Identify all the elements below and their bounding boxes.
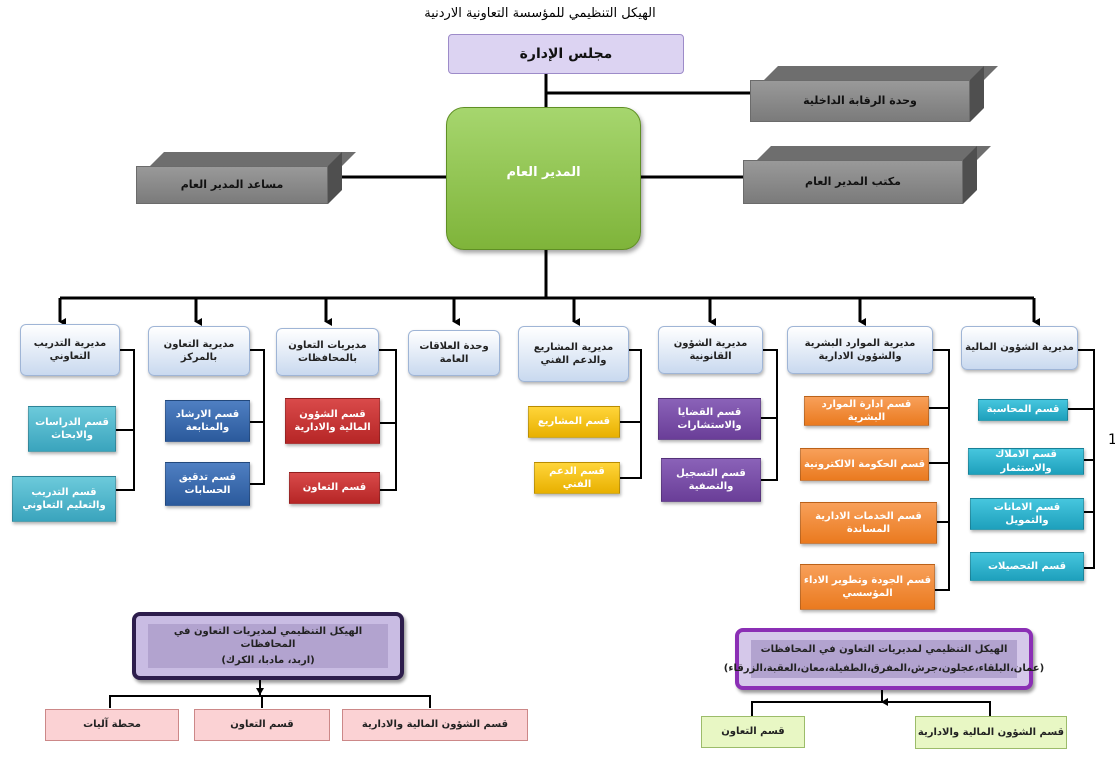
directorate-label: وحدة العلاقات العامة [419, 340, 489, 366]
section-audit-accounts: قسم تدقيق الحسابات [165, 462, 250, 506]
chart-title: الهيكل التنظيمي للمؤسسة التعاونية الاردن… [424, 6, 656, 21]
board-label: مجلس الإدارة [519, 45, 613, 62]
section-quality-performance: قسم الجودة وتطوير الاداء المؤسسي [800, 564, 935, 610]
directorate-label: مديريات التعاون بالمحافظات [288, 339, 367, 365]
section-label: محطة آليات [83, 719, 141, 731]
section-label: قسم التعاون [302, 482, 367, 494]
section-label: قسم الشؤون المالية والادارية [294, 408, 371, 434]
section-label: قسم التعاون [721, 726, 785, 738]
directorate-center: مديرية التعاون بالمركز [148, 326, 250, 376]
section-studies-research: قسم الدراسات والابحاث [28, 406, 116, 452]
section-label: قسم التسجيل والتصفية [676, 467, 746, 493]
directorate-label: مديرية التدريب التعاوني [33, 337, 107, 363]
directorate-training: مديرية التدريب التعاوني [20, 324, 120, 376]
edge-mark: 1 [1108, 432, 1115, 448]
section-training-education: قسم التدريب والتعليم التعاوني [12, 476, 116, 522]
section-label: قسم ادارة الموارد البشرية [821, 398, 912, 424]
section-e-government: قسم الحكومة الالكترونية [800, 448, 929, 481]
gm-office-box: مكتب المدير العام [743, 160, 963, 204]
directorate-label: مديرية الشؤون المالية [965, 342, 1074, 354]
section-label: قسم المحاسبة [986, 404, 1060, 416]
section-label: قسم التحصيلات [987, 560, 1067, 572]
section-gov-cooperation: قسم التعاون [289, 472, 380, 504]
gov-structure-right-inner: الهيكل التنظيمي لمديريات التعاون في المح… [724, 640, 1044, 678]
internal-audit-box: وحدة الرقابة الداخلية [750, 80, 970, 122]
section-label: قسم الخدمات الادارية المساندة [815, 510, 922, 536]
directorate-label: مديرية المشاريع والدعم الفني [533, 341, 614, 367]
section-property-investment: قسم الاملاك والاستثمار [968, 448, 1084, 475]
section-deposits-financing: قسم الامانات والتمويل [970, 498, 1084, 530]
directorate-label: مديرية الشؤون القانونية [673, 337, 748, 363]
section-label: قسم التدريب والتعليم التعاوني [22, 486, 106, 512]
gov-structure-left-frame: الهيكل التنظيمي لمديريات التعاون في المح… [132, 612, 404, 680]
gov-structure-right-subtitle: (عمان،البلقاء،عجلون،جرش،المفرق،الطفيلة،م… [723, 662, 1045, 674]
section-accounting: قسم المحاسبة [978, 399, 1068, 421]
assistant-gm-label: مساعد المدير العام [180, 177, 284, 191]
directorate-label: مديرية التعاون بالمركز [163, 338, 235, 364]
directorate-governorates: مديريات التعاون بالمحافظات [276, 328, 379, 376]
section-gov-finance-admin: قسم الشؤون المالية والادارية [285, 398, 380, 444]
section-label: قسم الحكومة الالكترونية [803, 458, 926, 470]
directorate-legal: مديرية الشؤون القانونية [658, 326, 763, 374]
general-manager-label: المدير العام [506, 165, 581, 180]
right-section-finance-admin: قسم الشؤون المالية والادارية [915, 716, 1067, 749]
right-section-cooperation: قسم التعاون [701, 716, 805, 748]
general-manager-box: المدير العام [446, 107, 641, 250]
section-label: قسم الشؤون المالية والادارية [361, 719, 509, 731]
section-registration-liquidation: قسم التسجيل والتصفية [661, 458, 761, 502]
section-label: قسم الدراسات والابحاث [35, 416, 109, 442]
section-label: قسم تدقيق الحسابات [178, 471, 237, 497]
section-label: قسم الاملاك والاستثمار [995, 449, 1057, 474]
directorate-finance: مديرية الشؤون المالية [961, 326, 1078, 370]
gov-structure-left-inner: الهيكل التنظيمي لمديريات التعاون في المح… [148, 624, 388, 668]
section-technical-support: قسم الدعم الفني [534, 462, 620, 494]
gov-structure-left-title: الهيكل التنظيمي لمديريات التعاون في المح… [173, 625, 363, 651]
section-label: قسم الدعم الفني [549, 465, 605, 491]
section-label: قسم التعاون [230, 719, 294, 731]
section-hr-management: قسم ادارة الموارد البشرية [804, 396, 929, 426]
gov-structure-left-subtitle: (اربد، مادبا، الكرك) [221, 654, 315, 666]
section-label: قسم الجودة وتطوير الاداء المؤسسي [803, 574, 932, 600]
section-label: قسم الامانات والتمويل [993, 501, 1061, 527]
directorate-hr: مديرية الموارد البشرية والشؤون الادارية [787, 326, 933, 374]
directorate-public-relations: وحدة العلاقات العامة [408, 330, 500, 376]
directorate-label: مديرية الموارد البشرية والشؤون الادارية [804, 337, 916, 363]
left-section-cooperation: قسم التعاون [194, 709, 330, 741]
board-of-directors-box: مجلس الإدارة [448, 34, 684, 74]
section-collections: قسم التحصيلات [970, 552, 1084, 581]
section-label: قسم الارشاد والمتابعة [175, 408, 240, 434]
gov-structure-right-title: الهيكل التنظيمي لمديريات التعاون في المح… [760, 643, 1008, 655]
section-label: قسم القضايا والاستشارات [677, 406, 742, 432]
section-cases-consultations: قسم القضايا والاستشارات [658, 398, 761, 440]
section-label: قسم الشؤون المالية والادارية [917, 726, 1065, 738]
section-label: قسم المشاريع [537, 416, 611, 428]
gm-office-label: مكتب المدير العام [805, 174, 901, 188]
left-section-finance-admin: قسم الشؤون المالية والادارية [342, 709, 528, 741]
section-projects: قسم المشاريع [528, 406, 620, 438]
left-section-machinery-station: محطة آليات [45, 709, 179, 741]
directorate-projects: مديرية المشاريع والدعم الفني [518, 326, 629, 382]
section-support-services: قسم الخدمات الادارية المساندة [800, 502, 937, 544]
internal-audit-label: وحدة الرقابة الداخلية [803, 93, 917, 107]
section-guidance-followup: قسم الارشاد والمتابعة [165, 400, 250, 442]
assistant-gm-box: مساعد المدير العام [136, 166, 328, 204]
gov-structure-right-frame: الهيكل التنظيمي لمديريات التعاون في المح… [724, 628, 1044, 690]
